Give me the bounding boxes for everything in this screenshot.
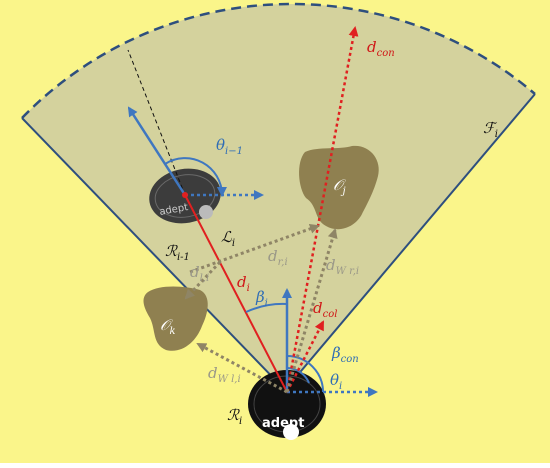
heading-reference-line [127, 49, 186, 196]
label-fov: ℱi [483, 119, 498, 140]
robot-current-logo: adept [262, 416, 304, 431]
label-d-r: dr,i [268, 247, 288, 268]
d-l-arrow [184, 260, 222, 300]
robot-previous-logo: adept [159, 202, 189, 218]
label-R-i: ℛi [227, 406, 242, 427]
fov-arc [21, 2, 536, 119]
label-beta-con: βcon [331, 344, 359, 365]
obstacle-j [299, 145, 379, 230]
label-d-w-l: dW l,i [208, 364, 241, 385]
prev-heading-arrow [127, 106, 187, 196]
label-theta-prev: θi−1 [216, 136, 243, 157]
label-theta-i: θi [330, 371, 342, 392]
fov-left-edge [21, 117, 286, 391]
d-con-arrow [285, 26, 359, 393]
beta-i-arc [245, 302, 288, 313]
label-R-prev: ℛi-1 [165, 242, 190, 263]
label-d-l: dl,i [190, 263, 209, 284]
d-col-arrow [285, 320, 325, 393]
robot-current: adept [248, 370, 326, 440]
obstacle-k [143, 286, 208, 351]
d-w-r-arrow [285, 228, 338, 393]
theta-i-arc [286, 355, 324, 393]
label-d-con: dcon [367, 38, 395, 59]
label-d-w-r: dW r,i [326, 256, 359, 277]
fov-right-edge [284, 93, 536, 391]
label-L-i: ℒi [221, 228, 235, 249]
d-r-arrow [189, 224, 320, 274]
theta-prev-arc [164, 157, 227, 197]
path-line-L [184, 194, 288, 393]
beta-con-arc [286, 367, 310, 384]
label-d-col: dcol [313, 299, 337, 320]
d-w-l-arrow [196, 342, 288, 394]
label-beta-i: βi [255, 288, 268, 309]
label-d-i: di [237, 273, 250, 294]
fov-sector [22, 3, 535, 391]
